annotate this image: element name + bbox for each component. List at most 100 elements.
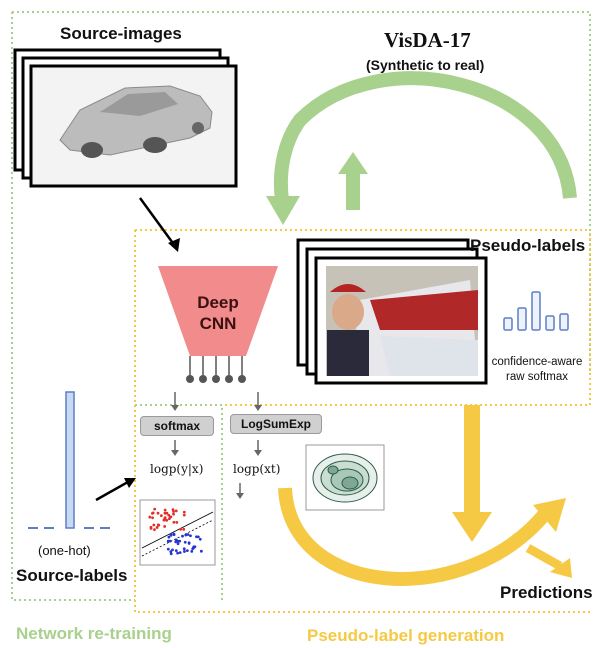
scatter-point-blue [166, 539, 170, 543]
softmax-caption: confidence-aware raw softmax [491, 356, 583, 383]
scatter-point-blue [184, 533, 188, 537]
scatter-point-red [159, 514, 163, 518]
scatter-point-blue [171, 548, 174, 552]
density-contours [312, 453, 378, 503]
logsumexp-down-arrow [254, 405, 262, 411]
scatter-point-blue [199, 549, 203, 553]
scatter-point-blue [166, 547, 170, 551]
scatter-point-red [175, 520, 179, 524]
scatter-point-red [167, 513, 171, 517]
scatter-point-blue [178, 551, 182, 555]
scatter-point-red [172, 510, 175, 513]
yellow-down-arrowhead [452, 512, 492, 542]
scatter-point-red [148, 515, 152, 519]
cnn-label-line1: Deep [197, 293, 239, 312]
scatter-point-blue [174, 549, 178, 553]
softmax-bar [545, 315, 555, 331]
scatter-point-red [155, 526, 159, 529]
softmax-down-arrow [171, 405, 179, 411]
scatter-blue-class [166, 532, 203, 556]
scatter-point-blue [183, 550, 186, 553]
scatter-point-red [182, 527, 186, 531]
real-car-photo [326, 266, 478, 376]
softmax-bar [517, 307, 527, 331]
scatter-point-red [156, 511, 160, 515]
label-to-loss-arrow [95, 480, 129, 502]
scatter-point-blue [176, 539, 180, 543]
dataset-subtitle: (Synthetic to real) [366, 57, 485, 73]
scatter-point-blue [176, 551, 180, 555]
scatter-point-blue [189, 534, 192, 538]
green-cycle-arrow [273, 71, 577, 201]
scatter-point-blue [187, 541, 191, 545]
softmax-op: softmax [140, 416, 214, 436]
pseudo-region-border [134, 229, 591, 613]
source-images-label: Source-images [60, 24, 182, 43]
scatter-point-blue [181, 534, 184, 538]
green-up-arrow-shaft [346, 170, 360, 210]
yellow-down-arrow-shaft [464, 405, 480, 515]
pseudo-generation-legend: Pseudo-label generation [307, 626, 505, 645]
cnn-output-nodes [189, 356, 243, 376]
cnn-label: Deep CNN [178, 292, 258, 334]
scatter-point-blue [168, 539, 172, 543]
scatter-point-red [164, 511, 168, 515]
pseudo-labels-label: Pseudo-labels [470, 236, 586, 255]
decision-boundary [141, 519, 214, 557]
softmax-bar [559, 313, 569, 331]
scatter-point-red [163, 508, 167, 512]
scatter-point-red [163, 525, 167, 528]
yellow-branch-arrow [525, 544, 563, 570]
scatter-point-blue [186, 533, 190, 536]
scatter-point-blue [167, 535, 171, 539]
scatter-point-red [169, 515, 173, 519]
scatter-point-red [152, 523, 156, 527]
logp-y-given-x: logp(y|x) [150, 462, 204, 476]
scatter-point-red [172, 512, 175, 516]
image-to-cnn-arrow [138, 197, 177, 247]
cnn-label-line2: CNN [199, 314, 237, 333]
onehot-label: (one-hot) [38, 543, 91, 558]
scatter-point-red [149, 526, 153, 530]
softmax-region-border [135, 404, 223, 600]
scatter-point-red [156, 523, 160, 527]
decision-boundary-solid [141, 511, 214, 549]
logsumexp-down-arrow-2 [254, 450, 262, 456]
scatter-point-blue [195, 535, 198, 539]
scatter-point-red [172, 520, 176, 524]
scatter-panel [139, 499, 216, 566]
cnn-shape [158, 266, 278, 356]
scatter-point-red [163, 516, 167, 520]
yellow-curve-arrow [278, 487, 554, 586]
image-to-cnn-arrowhead [168, 238, 180, 252]
scatter-point-red [182, 513, 186, 517]
logp-xt: logp(xt) [233, 462, 281, 476]
logpxt-down-arrow [236, 493, 244, 499]
retraining-legend: Network re-training [16, 624, 172, 643]
label-to-loss-arrowhead [124, 478, 136, 488]
scatter-point-red [153, 528, 156, 532]
cnn-output-dots [186, 375, 246, 383]
softmax-histogram [503, 291, 569, 331]
scatter-point-blue [182, 547, 186, 551]
yellow-curve-arrowhead [533, 498, 566, 532]
predictions-label: Predictions [500, 583, 593, 602]
scatter-point-red [167, 517, 171, 521]
softmax-down-arrow-2 [171, 450, 179, 456]
scatter-point-red [182, 510, 186, 514]
softmax-bar [531, 291, 541, 331]
synthetic-car-image [59, 85, 213, 158]
scatter-point-blue [198, 537, 202, 541]
scatter-point-blue [169, 550, 173, 554]
green-cycle-arrowhead [266, 196, 300, 225]
scatter-point-blue [176, 542, 180, 546]
scatter-point-red [153, 507, 157, 511]
scatter-point-red [151, 516, 154, 520]
scatter-point-blue [192, 545, 196, 549]
scatter-point-blue [169, 552, 173, 556]
scatter-point-red [174, 509, 178, 513]
scatter-point-blue [169, 533, 173, 537]
scatter-point-blue [172, 532, 176, 536]
green-up-arrowhead [338, 152, 368, 174]
